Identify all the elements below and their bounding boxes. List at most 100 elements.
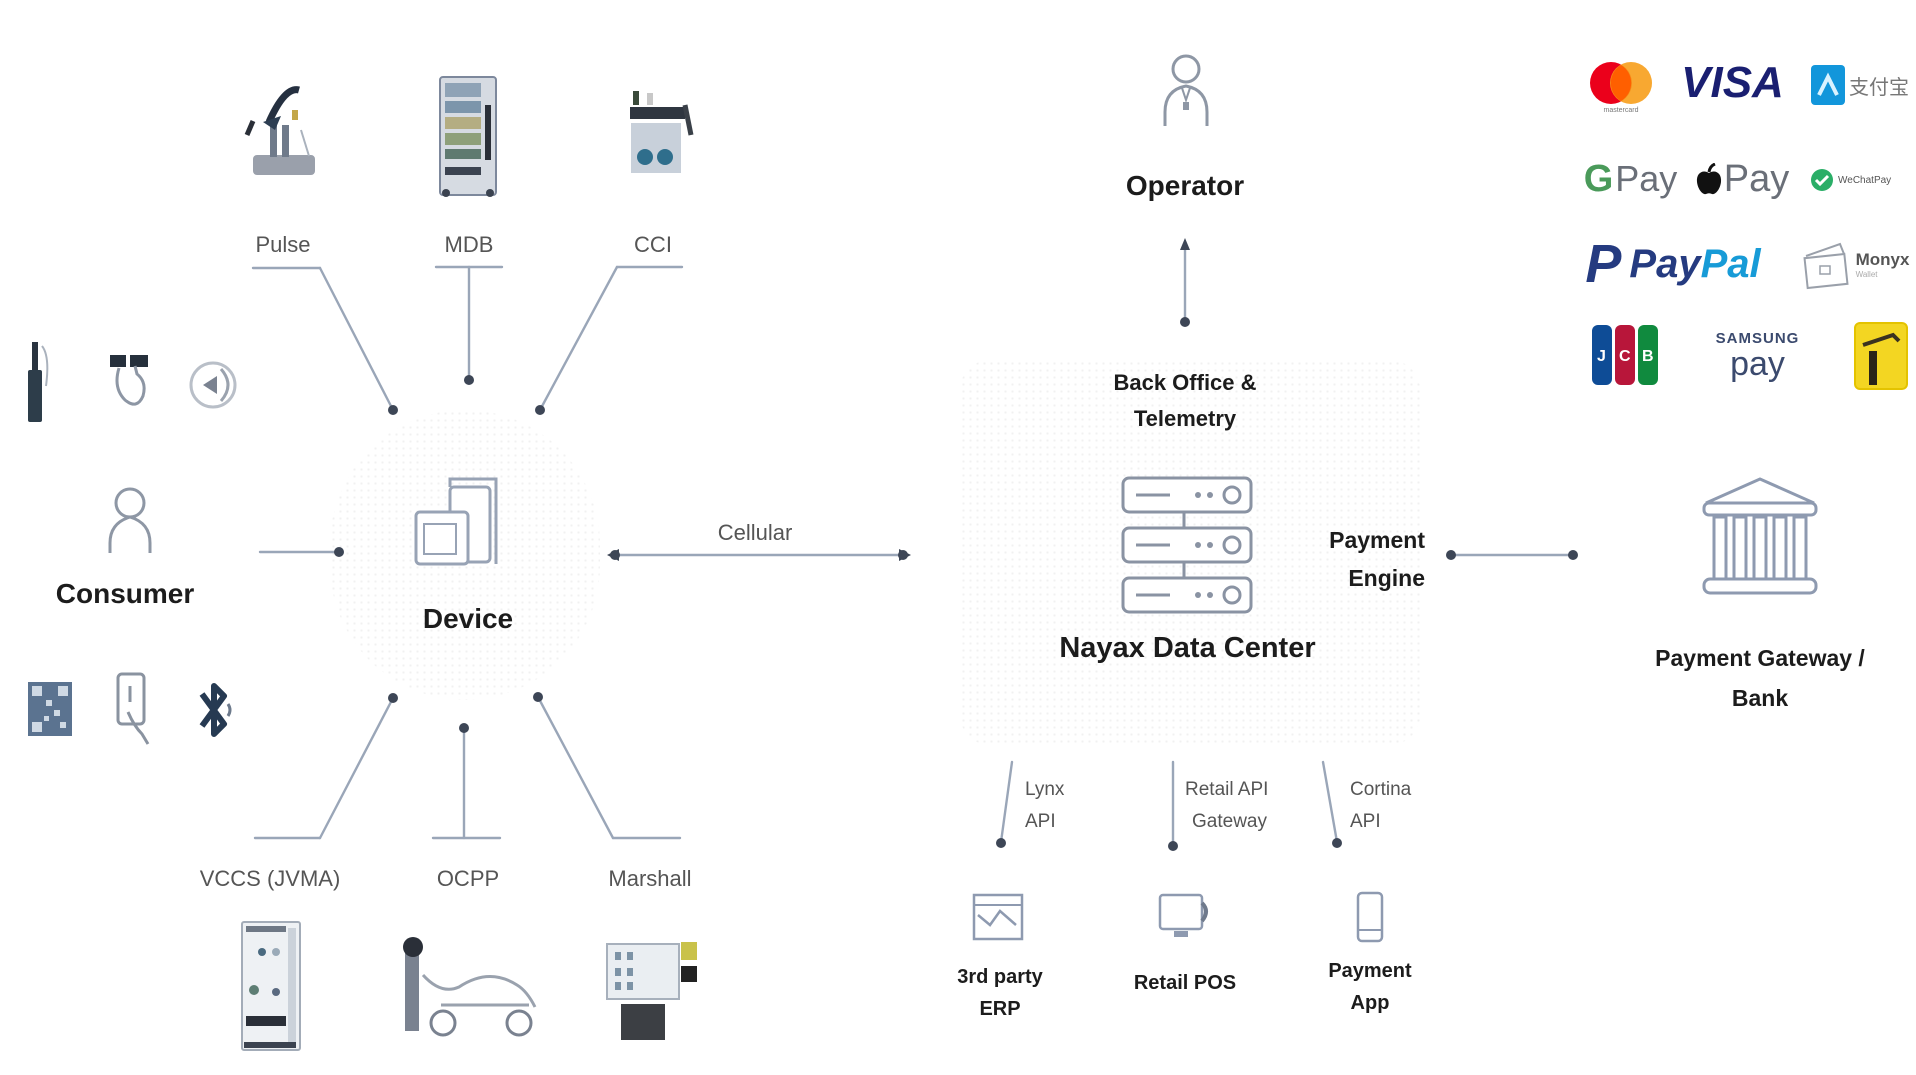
- lynx-api-link: [999, 760, 1014, 844]
- operator-label: Operator: [1125, 170, 1245, 201]
- bank-building-icon: [1702, 477, 1818, 595]
- alipay-wordmark: 支付宝: [1849, 74, 1909, 99]
- monyx-wordmark: Monyx: [1855, 249, 1910, 269]
- operator-person-icon: [1163, 54, 1209, 126]
- vccs-label: VCCS (JVMA): [199, 866, 341, 891]
- vccs-link: [318, 696, 395, 840]
- operator-down-dot: [1180, 317, 1190, 327]
- operator-up-arrowhead: [1180, 238, 1190, 250]
- device-label: Device: [422, 603, 514, 634]
- claw-machine-icon: [244, 86, 315, 175]
- cortina-api-label-line2: API: [1350, 811, 1381, 832]
- erp-dashboard-icon: [972, 893, 1024, 941]
- ev-charger-icon: [403, 937, 537, 1037]
- payment-app-label-line1: Payment: [1328, 960, 1412, 982]
- yellow-wallet-icon: [1854, 322, 1908, 390]
- person-icon: [108, 487, 152, 553]
- bank-label-line2: Bank: [1731, 685, 1789, 711]
- pulse-label: Pulse: [255, 232, 311, 257]
- google-pay-logo: G Pay: [1584, 155, 1678, 203]
- wechat-icon: [1811, 169, 1833, 191]
- retail-pos-label: Retail POS: [1133, 972, 1237, 994]
- apple-pay-logo: Pay: [1695, 155, 1790, 203]
- japanese-vending-machine-icon: [241, 921, 301, 1051]
- erp-label-text: 3rd party: [957, 966, 1043, 988]
- cellular-label: Cellular: [717, 520, 793, 545]
- alipay-icon: [1811, 65, 1845, 105]
- yellow-wallet-logo: [1852, 320, 1910, 392]
- samsung-pay-wordmark: pay: [1730, 344, 1785, 383]
- lynx-api-label-line1: Lynx: [1025, 779, 1065, 800]
- cci-label: CCI: [634, 232, 672, 257]
- mastercard-wordmark: mastercard: [1603, 106, 1639, 114]
- back-office-label-line2: Telemetry: [1133, 406, 1237, 431]
- bank-right-dot: [1568, 550, 1578, 560]
- cci-dot: [535, 405, 545, 415]
- card-reader-icon: [28, 342, 49, 422]
- cellular-right-arrowhead: [899, 549, 911, 561]
- mastercard-logo: mastercard: [1588, 52, 1654, 120]
- monyx-sub: Wallet: [1855, 269, 1878, 279]
- retail-dot: [1168, 841, 1178, 851]
- marshall-label: Marshall: [608, 866, 692, 891]
- cortina-dot: [1332, 838, 1342, 848]
- retail-api-label-line1: Retail API: [1185, 779, 1269, 800]
- erp-label-line2: ERP: [979, 998, 1021, 1020]
- bluetooth-icon: [199, 683, 232, 737]
- pulse-dot: [388, 405, 398, 415]
- samsung-pay-logo: SAMSUNG pay: [1700, 322, 1815, 388]
- qr-code-icon: [28, 682, 72, 736]
- svg-text:J: J: [1597, 348, 1606, 365]
- smartphone-icon: [1356, 891, 1384, 943]
- wechat-pay-wordmark: WeChatPay: [1838, 174, 1892, 186]
- device-terminal-icon: [414, 477, 498, 566]
- payment-engine-label-line1: Payment: [1329, 527, 1425, 553]
- monyx-wallet-logo: Monyx Wallet: [1795, 235, 1916, 293]
- consumer-arrow-dot: [334, 547, 344, 557]
- wechat-pay-logo: WeChatPay: [1810, 165, 1916, 195]
- samsung-wordmark: SAMSUNG: [1715, 329, 1800, 347]
- svg-text:C: C: [1619, 348, 1631, 365]
- payment-engine-label-line2: Engine: [1348, 565, 1425, 591]
- cortina-api-label-line1: Cortina: [1350, 779, 1412, 800]
- back-office-label-line1: Back Office &: [1113, 370, 1257, 395]
- payment-app-label-line2: App: [1350, 992, 1390, 1014]
- lynx-dot: [996, 838, 1006, 848]
- ocpp-dot: [459, 723, 469, 733]
- cortina-api-link: [1321, 760, 1339, 844]
- lynx-api-label-line2: API: [1025, 811, 1056, 832]
- google-g-icon: G: [1583, 157, 1614, 200]
- monyx-text: Monyx Wallet: [1856, 250, 1910, 279]
- apple-pay-wordmark: Pay: [1723, 157, 1790, 200]
- consumer-label: Consumer: [55, 578, 195, 609]
- pulse-link: [318, 266, 395, 412]
- vending-machine-icon: [439, 76, 497, 197]
- erp-label-line1: 3rd party: [940, 966, 1060, 989]
- marshall-dot: [533, 692, 543, 702]
- mdb-dot: [464, 375, 474, 385]
- server-stack-icon: [1121, 476, 1253, 614]
- paypal-wordmark-pal: Pal: [1700, 241, 1761, 286]
- visa-logo: VISA: [1681, 58, 1784, 107]
- vccs-dot: [388, 693, 398, 703]
- paypal-p-icon: P: [1585, 234, 1622, 294]
- bank-label-line1: Payment Gateway /: [1655, 645, 1865, 671]
- kiosk-machine-icon: [606, 942, 697, 1040]
- pos-monitor-icon: [1158, 893, 1208, 937]
- hand-tap-card-icon: [110, 355, 148, 406]
- cellular-left-arrowhead: [607, 549, 619, 561]
- bank-left-dot: [1446, 550, 1456, 560]
- ocpp-label: OCPP: [436, 866, 500, 891]
- marshall-link: [536, 695, 615, 840]
- paypal-wordmark-pay: Pay: [1629, 241, 1701, 286]
- google-pay-wordmark: Pay: [1615, 158, 1678, 199]
- mdb-label: MDB: [444, 232, 494, 257]
- nfc-contactless-icon: [189, 361, 237, 409]
- phone-hand-icon: [116, 672, 150, 745]
- alipay-logo: 支付宝: [1810, 62, 1910, 108]
- cci-link: [538, 265, 619, 412]
